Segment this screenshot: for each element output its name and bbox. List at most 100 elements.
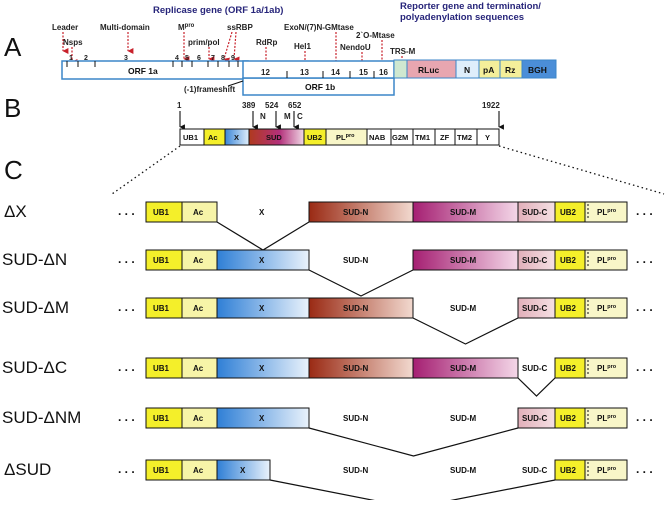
continuation-dots-right: . . . xyxy=(636,300,653,314)
continuation-dots-right: . . . xyxy=(636,204,653,218)
segment-ac-label: Ac xyxy=(193,364,204,373)
nsp-number: 13 xyxy=(300,68,309,77)
label-mpro-sup: pro xyxy=(185,23,195,29)
segment-ub2-label: UB2 xyxy=(560,304,577,313)
label-mpro: Mpro xyxy=(178,23,195,32)
segment-ub1-label: UB1 xyxy=(153,304,170,313)
label-mpro-main: M xyxy=(178,23,185,32)
rluc-label: RLuc xyxy=(418,65,440,75)
deleted-sud_c-label: SUD-C xyxy=(522,364,548,373)
label-trs: TRS-M xyxy=(390,47,416,56)
marker-c: C xyxy=(297,112,303,121)
segment-ac-label: Ac xyxy=(193,466,204,475)
segment-ac-label: Ac xyxy=(193,208,204,217)
segment-pl-main: PL xyxy=(597,466,607,475)
segment-ub1-label: UB1 xyxy=(153,256,170,265)
segment-ub1-label: UB1 xyxy=(153,208,170,217)
segment-ac-label: Ac xyxy=(193,414,204,423)
orf1a-nsp-numbers: 1 2 3 4 5 6 7 8 9 xyxy=(69,55,235,62)
segment-ub1-label: UB1 xyxy=(153,466,170,475)
deletion-junction xyxy=(308,269,414,297)
continuation-dots-left: . . . xyxy=(118,462,135,476)
segment-ub1-label: UB1 xyxy=(153,414,170,423)
segment-pl xyxy=(584,297,628,319)
segment-pl xyxy=(584,407,628,429)
segment-pl-sup: pro xyxy=(607,364,617,370)
segment-sud_c-label: SUD-C xyxy=(522,304,548,313)
label-hel1: Hel1 xyxy=(294,42,311,51)
construct-name: SUD-ΔM xyxy=(2,298,69,317)
position-389: 389 xyxy=(242,101,256,110)
nsp-number: 7 xyxy=(211,55,215,62)
nsp-number: 3 xyxy=(124,55,128,62)
orf1b-nsp-ticks xyxy=(286,71,375,78)
bgh-box xyxy=(521,59,557,79)
segment-x xyxy=(216,249,310,271)
nsp-number: 12 xyxy=(261,68,270,77)
domain-zf-label: ZF xyxy=(440,133,450,142)
panel-letter-c: C xyxy=(4,155,23,185)
segment-pl-sup: pro xyxy=(607,304,617,310)
segment-pl-main: PL xyxy=(597,256,607,265)
trs-box xyxy=(393,59,408,79)
domain-y-label: Y xyxy=(485,133,490,142)
reporter-cassette: RLuc N pA Rz BGH xyxy=(393,59,557,79)
panel-letter-a: A xyxy=(4,32,22,62)
segment-sud_n-label: SUD-N xyxy=(343,304,369,313)
deleted-sud_m-label: SUD-M xyxy=(450,304,477,313)
domain-pl-sup: pro xyxy=(346,133,356,139)
deleted-sud_c-label: SUD-C xyxy=(522,466,548,475)
segment-ub2-label: UB2 xyxy=(560,256,577,265)
label-leader: Leader xyxy=(52,23,78,32)
deletion-junction xyxy=(269,479,556,505)
continuation-dots-right: . . . xyxy=(636,360,653,374)
bgh-label: BGH xyxy=(528,65,547,75)
segment-x-label: X xyxy=(240,466,246,475)
nsp-number: 14 xyxy=(331,68,340,77)
segment-sud_n xyxy=(308,297,414,319)
label-exon: ExoN/(7)N-GMtase xyxy=(284,23,354,32)
domain-pl-label: PLpro xyxy=(336,133,355,142)
deleted-sud_n-label: SUD-N xyxy=(343,256,369,265)
deletion-junction xyxy=(517,377,556,397)
segment-pl xyxy=(584,357,628,379)
position-labels: 1 389 524 652 1922 N M C xyxy=(177,101,500,121)
zoom-line-right xyxy=(498,145,665,195)
segment-pl xyxy=(584,201,628,223)
replicase-header: Replicase gene (ORF 1a/1ab) xyxy=(153,5,283,16)
domain-sud-label: SUD xyxy=(266,133,282,142)
nsp3-domain-map: UB1 Ac X SUD UB2 PLpro NAB G2M TM1 ZF TM… xyxy=(179,128,500,146)
label-rdrp: RdRp xyxy=(256,38,277,47)
n-label: N xyxy=(464,65,470,75)
deletion-junction xyxy=(216,221,310,251)
segment-sud_m-label: SUD-M xyxy=(450,364,477,373)
segment-sud_n-label: SUD-N xyxy=(343,364,369,373)
label-nendou: NendoU xyxy=(340,43,371,52)
segment-sud_c-label: SUD-C xyxy=(522,414,548,423)
segment-x-label: X xyxy=(259,364,265,373)
continuation-dots-left: . . . xyxy=(118,252,135,266)
label-nsps: Nsps xyxy=(63,38,83,47)
continuation-dots-left: . . . xyxy=(118,204,135,218)
continuation-dots-right: . . . xyxy=(636,462,653,476)
reporter-header-line1: Reporter gene and termination/ xyxy=(400,1,541,12)
domain-g2m-label: G2M xyxy=(392,133,408,142)
domain-tm1-label: TM1 xyxy=(415,133,430,142)
segment-pl-sup: pro xyxy=(607,466,617,472)
label-ssrbp: ssRBP xyxy=(227,23,253,32)
nsp-number: 5 xyxy=(185,55,189,62)
construct-name: ΔSUD xyxy=(4,460,51,479)
deleted-sud_n-label: SUD-N xyxy=(343,466,369,475)
construct-name: SUD-ΔN xyxy=(2,250,67,269)
segment-x xyxy=(216,407,310,429)
segment-ub2-label: UB2 xyxy=(560,208,577,217)
arrow-ssrbp-a xyxy=(223,31,233,64)
domain-pl-main: PL xyxy=(336,133,346,142)
segment-pl-label: PLpro xyxy=(597,256,617,265)
segment-pl-main: PL xyxy=(597,208,607,217)
pa-label: pA xyxy=(483,65,494,75)
